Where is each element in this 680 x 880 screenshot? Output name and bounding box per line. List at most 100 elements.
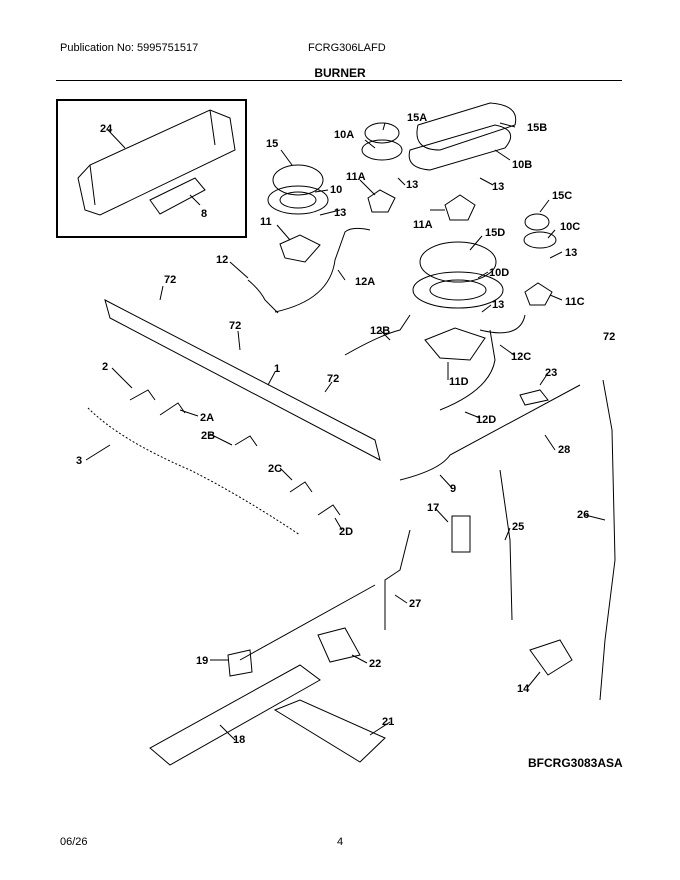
part-11d-base [424, 327, 486, 361]
label-72-a: 72 [164, 274, 176, 286]
part-1-manifold [104, 299, 381, 461]
label-23: 23 [545, 367, 557, 379]
label-13-b: 13 [406, 179, 418, 191]
section-title: BURNER [314, 66, 366, 80]
label-72-c: 72 [603, 331, 615, 343]
label-10c: 10C [560, 221, 580, 233]
part-15c-cap [524, 213, 550, 231]
part-21-plate [273, 699, 386, 763]
label-12d: 12D [476, 414, 496, 426]
label-10a: 10A [334, 129, 354, 141]
part-12b-tube [344, 314, 411, 356]
part-27-tube [384, 529, 411, 630]
part-26-hose [599, 379, 616, 701]
part-15d-cap [419, 241, 497, 283]
part-11c-base [524, 282, 553, 306]
label-13-c: 13 [492, 181, 504, 193]
part-9-pipe [399, 384, 581, 481]
part-2c-valve [289, 481, 313, 493]
part-15b-cap [416, 102, 517, 151]
label-15b: 15B [527, 122, 547, 134]
label-12: 12 [216, 254, 228, 266]
part-12c-tube [479, 314, 526, 334]
part-8-switch [149, 177, 206, 215]
header-rule [56, 80, 622, 81]
part-12a-tube [274, 227, 371, 313]
label-18: 18 [233, 734, 245, 746]
label-24: 24 [100, 123, 113, 135]
part-11a-base-2 [444, 194, 476, 221]
label-17: 17 [427, 502, 439, 514]
part-12-tube [247, 279, 279, 314]
label-72-b: 72 [229, 320, 241, 332]
label-2c: 2C [268, 463, 282, 475]
part-25-tube [499, 469, 513, 621]
publication-number: Publication No: 5995751517 [60, 42, 199, 54]
part-3-harness [87, 407, 301, 536]
part-19-bracket [227, 649, 253, 677]
label-13-d: 13 [565, 247, 577, 259]
part-10c-head [523, 231, 557, 249]
part-2a-valve [159, 402, 186, 416]
label-12b: 12B [370, 325, 390, 337]
label-2a: 2A [200, 412, 214, 424]
part-2b-valve [234, 435, 258, 447]
label-8: 8 [201, 208, 207, 220]
part-11a-base [367, 189, 396, 213]
label-72-d: 72 [327, 373, 339, 385]
model-number: FCRG306LAFD [308, 42, 386, 54]
label-14: 14 [517, 683, 530, 695]
label-10b: 10B [512, 159, 532, 171]
label-25: 25 [512, 521, 524, 533]
label-15d: 15D [485, 227, 505, 239]
part-23-clip [519, 389, 549, 406]
label-12a: 12A [355, 276, 375, 288]
label-27: 27 [409, 598, 421, 610]
label-13-e: 13 [492, 299, 504, 311]
part-18-board [149, 664, 321, 766]
label-19: 19 [196, 655, 208, 667]
label-2d: 2D [339, 526, 353, 538]
label-11a-b: 11A [413, 219, 433, 231]
label-1: 1 [274, 363, 280, 375]
inset-box [56, 99, 247, 238]
diagram-code: BFCRG3083ASA [528, 756, 623, 770]
label-2b: 2B [201, 430, 215, 442]
part-17-bracket [451, 515, 471, 553]
part-12d-tube [439, 329, 496, 411]
label-2: 2 [102, 361, 108, 373]
label-10d: 10D [489, 267, 509, 279]
part-10-head [267, 185, 329, 215]
part-24-bracket [77, 109, 236, 216]
part-2d-valve [317, 504, 341, 516]
label-15c: 15C [552, 190, 572, 202]
part-10a-head [361, 139, 403, 161]
part-15-cap [272, 164, 324, 196]
label-10: 10 [330, 184, 342, 196]
label-15a: 15A [407, 112, 427, 124]
part-19-rod [239, 584, 376, 661]
label-11a-a: 11A [346, 171, 366, 183]
part-15a-cap [364, 122, 400, 144]
part-14-regulator [529, 639, 573, 676]
part-10d-head [412, 271, 504, 309]
page-number: 4 [337, 836, 344, 848]
part-10b-head [408, 124, 512, 171]
label-11c: 11C [565, 296, 585, 308]
part-2-valve [129, 389, 156, 401]
part-11-base [279, 234, 321, 263]
part-22-bracket [317, 627, 361, 663]
label-26: 26 [577, 509, 589, 521]
label-22: 22 [369, 658, 381, 670]
label-11: 11 [260, 216, 272, 228]
label-28: 28 [558, 444, 570, 456]
label-12c: 12C [511, 351, 531, 363]
label-21: 21 [382, 716, 394, 728]
label-15: 15 [266, 138, 278, 150]
label-3: 3 [76, 455, 82, 467]
label-9: 9 [450, 483, 456, 495]
footer-date: 06/26 [60, 836, 88, 848]
label-13-a: 13 [334, 207, 346, 219]
label-11d: 11D [449, 376, 469, 388]
